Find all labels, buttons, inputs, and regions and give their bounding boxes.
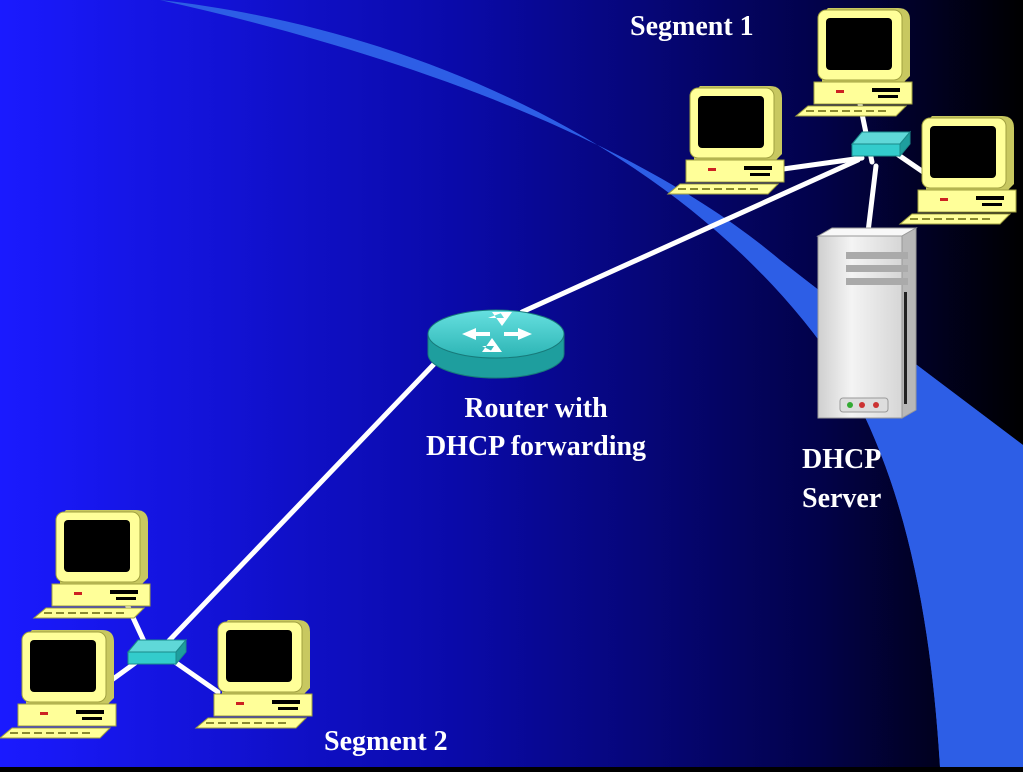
cable-switch-computer-left (773, 155, 865, 173)
network-cables (95, 101, 935, 695)
segment-1-label: Segment 1 (630, 11, 754, 42)
router-label-line2: DHCP forwarding (425, 431, 647, 462)
router-icon (427, 309, 565, 379)
server-label-line2: Server (802, 483, 882, 514)
cable-switch-server (865, 163, 879, 235)
cable-router-segment2-switch (159, 359, 439, 651)
segment-2-label: Segment 2 (324, 726, 448, 757)
hub-icon (127, 639, 187, 665)
hub-icon (851, 131, 911, 157)
server-label-line1: DHCP (802, 444, 882, 475)
cable-router-segment1-switch (519, 157, 861, 315)
cable-switch-computer-lower-right (169, 657, 221, 695)
server-tower-icon (816, 227, 918, 419)
router-label-line1: Router with (464, 393, 608, 424)
